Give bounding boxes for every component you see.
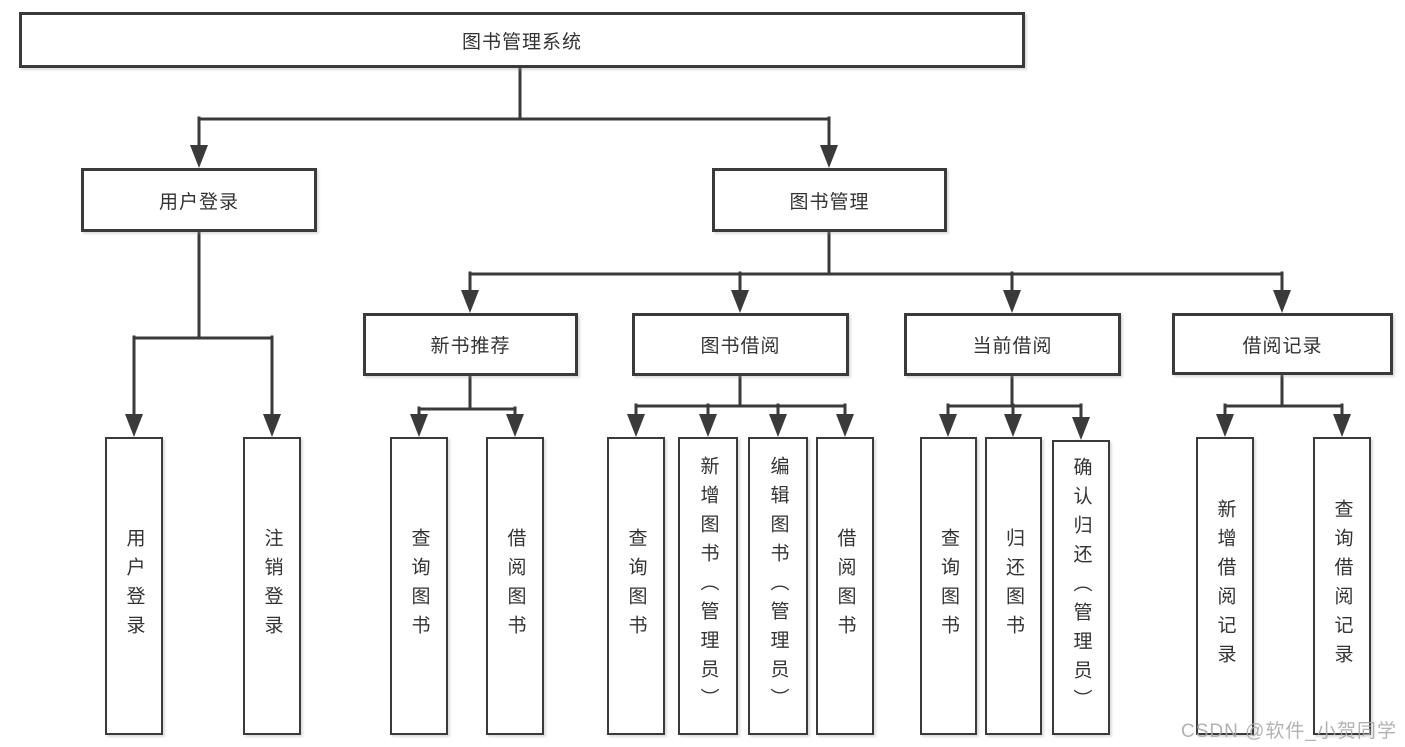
node-borrow-record-label: 借阅记录 (1242, 335, 1323, 357)
node-new-book-recommend: 新书推荐 (363, 313, 578, 376)
leaf-edit-book-admin-label: 编辑图书（管理员） (767, 455, 789, 717)
node-book-mgmt: 图书管理 (712, 168, 947, 232)
leaf-return-book: 归还图书 (985, 437, 1042, 735)
node-user-login-label: 用户登录 (158, 191, 239, 213)
leaf-logout-label: 注销登录 (261, 528, 283, 644)
leaf-add-book-admin-label: 新增图书（管理员） (697, 455, 719, 717)
leaf-query-book-2: 查询图书 (607, 437, 665, 735)
leaf-borrow-book-1-label: 借阅图书 (504, 528, 526, 644)
leaf-borrow-book-1: 借阅图书 (486, 437, 544, 735)
leaf-query-book-3: 查询图书 (920, 437, 977, 735)
leaf-borrow-book-2: 借阅图书 (816, 437, 874, 735)
leaf-query-borrow-record: 查询借阅记录 (1313, 437, 1371, 735)
node-user-login: 用户登录 (81, 168, 317, 232)
leaf-user-login: 用户登录 (105, 437, 163, 735)
leaf-query-book-1-label: 查询图书 (408, 528, 430, 644)
node-book-borrow-label: 图书借阅 (700, 336, 781, 357)
leaf-query-book-1: 查询图书 (390, 437, 448, 735)
leaf-borrow-book-2-label: 借阅图书 (834, 528, 856, 644)
leaf-logout: 注销登录 (243, 437, 301, 735)
arrowheads (125, 145, 1351, 440)
node-book-mgmt-label: 图书管理 (789, 191, 870, 213)
leaf-edit-book-admin: 编辑图书（管理员） (748, 437, 808, 735)
node-current-borrow: 当前借阅 (904, 313, 1121, 376)
node-new-book-recommend-label: 新书推荐 (430, 336, 511, 357)
leaf-confirm-return-admin: 确认归还（管理员） (1052, 440, 1110, 735)
csdn-watermark: CSDN @软件_小贺同学 (1181, 721, 1397, 742)
leaf-add-book-admin: 新增图书（管理员） (678, 437, 738, 735)
node-current-borrow-label: 当前借阅 (972, 336, 1053, 357)
leaf-add-borrow-record: 新增借阅记录 (1196, 437, 1254, 735)
leaf-user-login-label: 用户登录 (123, 528, 145, 644)
leaf-query-book-2-label: 查询图书 (625, 528, 647, 644)
leaf-add-borrow-record-label: 新增借阅记录 (1214, 499, 1236, 673)
leaf-confirm-return-admin-label: 确认归还（管理员） (1070, 457, 1092, 718)
leaf-query-borrow-record-label: 查询借阅记录 (1331, 499, 1353, 673)
node-root-label: 图书管理系统 (461, 31, 582, 53)
node-book-borrow: 图书借阅 (632, 313, 849, 376)
node-borrow-record: 借阅记录 (1172, 313, 1393, 375)
leaf-query-book-3-label: 查询图书 (938, 528, 959, 644)
node-root: 图书管理系统 (19, 12, 1025, 68)
leaf-return-book-label: 归还图书 (1003, 528, 1024, 644)
